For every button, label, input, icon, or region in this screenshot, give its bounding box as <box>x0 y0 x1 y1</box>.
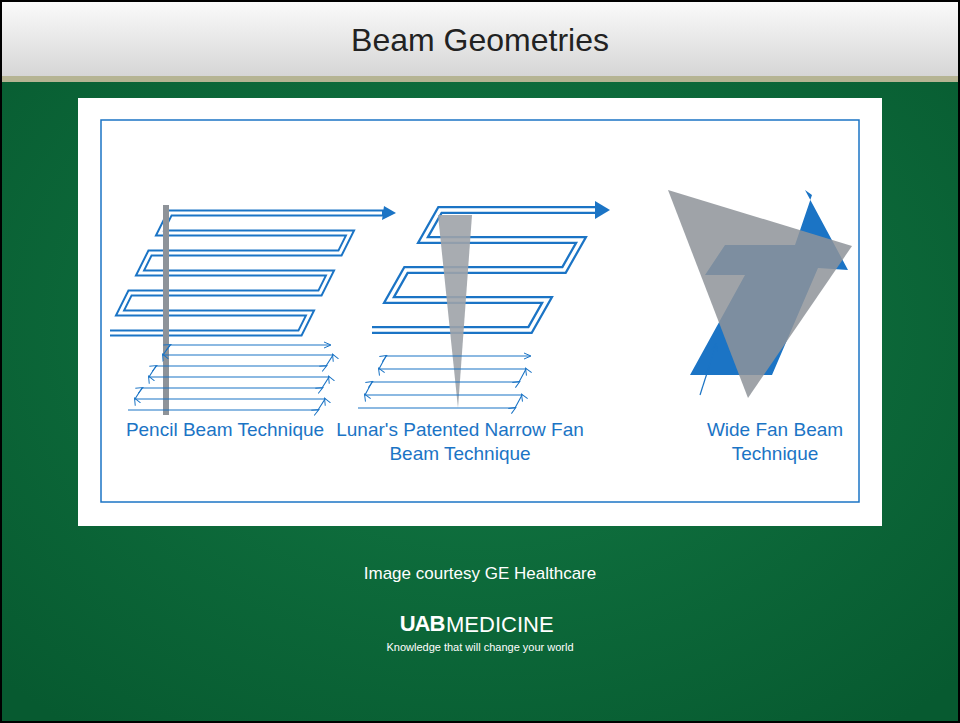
logo-tagline: Knowledge that will change your world <box>360 641 600 655</box>
technique-label: Lunar's Patented Narrow Fan Beam Techniq… <box>330 418 590 466</box>
slide-title: Beam Geometries <box>180 20 780 60</box>
technique-label: Wide Fan Beam Technique <box>675 418 875 466</box>
logo-mark: UAB <box>396 610 448 638</box>
image-credit: Image courtesy GE Healthcare <box>280 563 680 584</box>
technique-label: Pencil Beam Technique <box>125 418 325 442</box>
logo-word: MEDICINE <box>446 611 570 639</box>
